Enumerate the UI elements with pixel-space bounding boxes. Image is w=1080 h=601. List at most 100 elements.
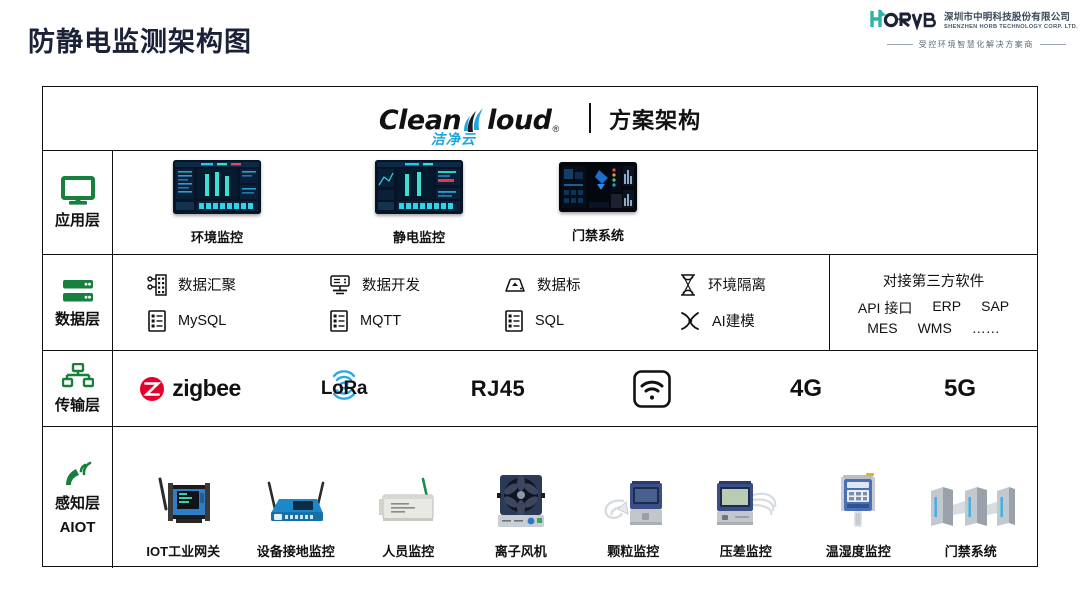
dashboard-screenshot-esd [375, 159, 463, 214]
data-item-isolation[interactable]: 环境隔离 [679, 273, 766, 296]
data-item-label: MySQL [178, 312, 227, 329]
device-caption: 设备接地监控 [256, 544, 335, 559]
third-party-api[interactable]: API 接口 [857, 299, 913, 316]
device-caption: 颗粒监控 [607, 544, 660, 559]
data-item-develop[interactable]: 数据开发 [329, 274, 504, 296]
device-particle[interactable]: 颗粒监控 [577, 469, 690, 560]
third-party-wms[interactable]: WMS [917, 319, 952, 336]
dashboard-screenshot-env [173, 159, 261, 214]
wifi-icon [633, 369, 671, 408]
layer-label-text: 数据层 [54, 310, 100, 328]
logo-text-clean: Clean [378, 104, 462, 136]
transport-item-wifi[interactable] [575, 369, 729, 408]
data-develop-icon [329, 274, 351, 296]
device-ionizer[interactable]: 离子风机 [465, 469, 578, 560]
device-pressure[interactable]: 压差监控 [690, 469, 803, 560]
data-item-aggregate[interactable]: 数据汇聚 [147, 273, 329, 296]
cloud-swoosh-icon [461, 104, 487, 134]
fourg-label: 4G [789, 374, 822, 402]
horb-logo-icon [870, 8, 938, 30]
transport-item-5g[interactable]: 5G [883, 375, 1037, 403]
zigbee-logo-icon [139, 376, 165, 402]
device-turnstile[interactable]: 门禁系统 [915, 469, 1028, 560]
data-label-icon [504, 275, 526, 295]
lora-logo-icon [312, 362, 376, 408]
device-gateway[interactable]: IOT工业网关 [127, 469, 240, 560]
logo-text-cn: 洁净云 [430, 130, 476, 147]
transport-items: zigbee [113, 351, 1037, 426]
grounding-device-icon [259, 469, 333, 535]
tagline-rule-left [886, 44, 913, 45]
logo-text-loud: loud [487, 104, 552, 136]
personnel-device-icon [371, 469, 445, 535]
device-grounding[interactable]: 设备接地监控 [240, 469, 353, 560]
turnstile-device-icon [925, 469, 1017, 535]
data-item-mark[interactable]: 数据标 [504, 274, 679, 295]
third-party-more[interactable]: …… [971, 319, 1000, 336]
diagram-title-band: Clean loud ® 洁净云 方案架构 [43, 87, 1037, 151]
device-caption: 门禁系统 [944, 544, 997, 559]
wrench-icon [679, 311, 701, 331]
transport-item-rj45[interactable]: RJ45 [421, 376, 575, 402]
third-party-mes[interactable]: MES [867, 319, 898, 336]
company-brand: 深圳市中明科技股份有限公司 SHENZHEN HORB TECHNOLOGY C… [870, 8, 1078, 64]
data-item-sql[interactable]: SQL [504, 309, 679, 332]
app-item-esd[interactable]: 静电监控 [375, 159, 463, 246]
diagram-frame: Clean loud ® 洁净云 方案架构 [42, 86, 1038, 568]
data-item-label: 环境隔离 [708, 278, 766, 294]
transport-item-zigbee[interactable]: zigbee [113, 375, 267, 402]
zigbee-label: zigbee [172, 375, 241, 401]
data-item-mysql[interactable]: MySQL [147, 309, 329, 332]
transport-item-lora[interactable]: LoRa [267, 369, 421, 400]
cleancloud-logo: Clean loud ® 洁净云 [378, 104, 559, 147]
fiveg-label: 5G [943, 374, 976, 402]
data-item-ai-model[interactable]: AI建模 [679, 310, 755, 331]
pressure-device-icon [709, 469, 783, 535]
device-temp-humidity[interactable]: 温湿度监控 [802, 469, 915, 560]
data-item-label: AI建模 [712, 314, 755, 330]
layer-label-application: 应用层 [43, 151, 113, 254]
transport-item-4g[interactable]: 4G [729, 375, 883, 403]
network-icon [61, 362, 94, 391]
server-icon [61, 277, 95, 305]
layer-label-transport: 传输层 [43, 351, 113, 426]
perception-items: IOT工业网关 [113, 427, 1037, 568]
layer-row-transport: 传输层 zigbee [43, 351, 1037, 427]
particle-device-icon [596, 469, 670, 535]
layer-row-application: 应用层 [43, 151, 1037, 255]
monitor-icon [60, 175, 95, 206]
application-items: 环境监控 [113, 151, 1037, 254]
data-item-label: 数据开发 [362, 278, 420, 294]
title-divider [589, 102, 592, 133]
data-row-1: 数据汇聚 数据开 [147, 273, 815, 296]
data-item-mqtt[interactable]: MQTT [329, 309, 504, 332]
device-caption: IOT工业网关 [146, 544, 221, 559]
device-caption: 压差监控 [719, 544, 772, 559]
rj45-label: RJ45 [470, 375, 526, 401]
tagline-rule-right [1040, 44, 1066, 45]
device-personnel[interactable]: 人员监控 [352, 469, 465, 560]
dashboard-screenshot-access [559, 161, 637, 212]
layer-label-text: 应用层 [54, 211, 100, 229]
third-party-erp[interactable]: ERP [932, 297, 962, 314]
layer-label-text: 感知层 [54, 495, 100, 513]
app-item-env[interactable]: 环境监控 [173, 159, 261, 246]
layer-label-data: 数据层 [43, 255, 113, 350]
diagram-subtitle: 方案架构 [609, 107, 702, 133]
device-caption: 温湿度监控 [825, 544, 891, 559]
layer-label-perception: 感知层 AIOT [43, 427, 113, 568]
third-party-title: 对接第三方软件 [882, 273, 985, 290]
third-party-sap[interactable]: SAP [981, 297, 1010, 314]
company-name-cn: 深圳市中明科技股份有限公司 [944, 11, 1071, 23]
data-row-2: MySQL MQTT [147, 309, 815, 332]
app-item-access[interactable]: 门禁系统 [559, 161, 637, 244]
lora-label: LoRa [320, 377, 368, 399]
app-caption: 门禁系统 [571, 227, 624, 243]
third-party-box: 对接第三方软件 API 接口 ERP SAP MES WMS …… [829, 255, 1037, 350]
device-caption: 人员监控 [382, 544, 435, 559]
ionizer-fan-device-icon [484, 469, 558, 535]
layer-row-perception: 感知层 AIOT [43, 427, 1037, 568]
app-caption: 环境监控 [190, 229, 243, 245]
temp-humidity-device-icon [821, 469, 895, 535]
